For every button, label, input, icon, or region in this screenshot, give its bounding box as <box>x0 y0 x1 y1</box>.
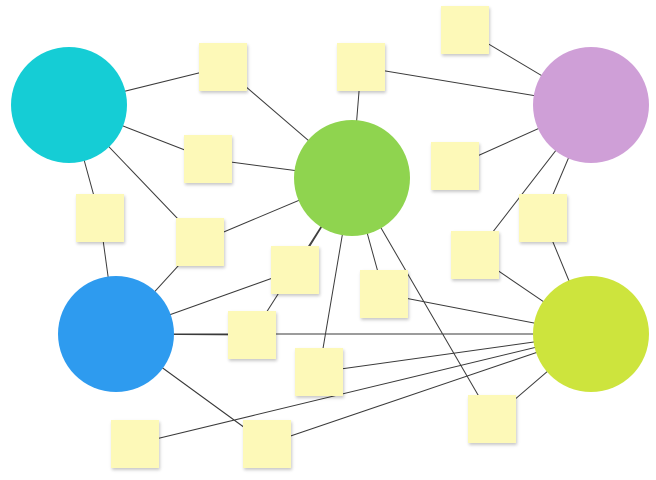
sticky-note[interactable] <box>519 194 567 242</box>
sticky-note[interactable] <box>184 135 232 183</box>
sticky-note[interactable] <box>468 395 516 443</box>
sticky-note[interactable] <box>271 246 319 294</box>
sticky-note[interactable] <box>451 231 499 279</box>
connector-line <box>134 333 592 445</box>
circle-node-purple[interactable] <box>533 47 649 163</box>
sticky-note[interactable] <box>199 43 247 91</box>
sticky-note[interactable] <box>441 6 489 54</box>
sticky-note[interactable] <box>176 218 224 266</box>
sticky-note[interactable] <box>360 270 408 318</box>
sticky-note[interactable] <box>431 142 479 190</box>
sticky-note[interactable] <box>337 43 385 91</box>
sticky-note[interactable] <box>295 348 343 396</box>
circle-node-blue[interactable] <box>58 276 174 392</box>
circle-node-green[interactable] <box>294 120 410 236</box>
circle-node-lime[interactable] <box>533 276 649 392</box>
sticky-note[interactable] <box>228 311 276 359</box>
sticky-note[interactable] <box>243 420 291 468</box>
sticky-note[interactable] <box>111 420 159 468</box>
sticky-note[interactable] <box>76 194 124 242</box>
circle-node-cyan[interactable] <box>11 47 127 163</box>
